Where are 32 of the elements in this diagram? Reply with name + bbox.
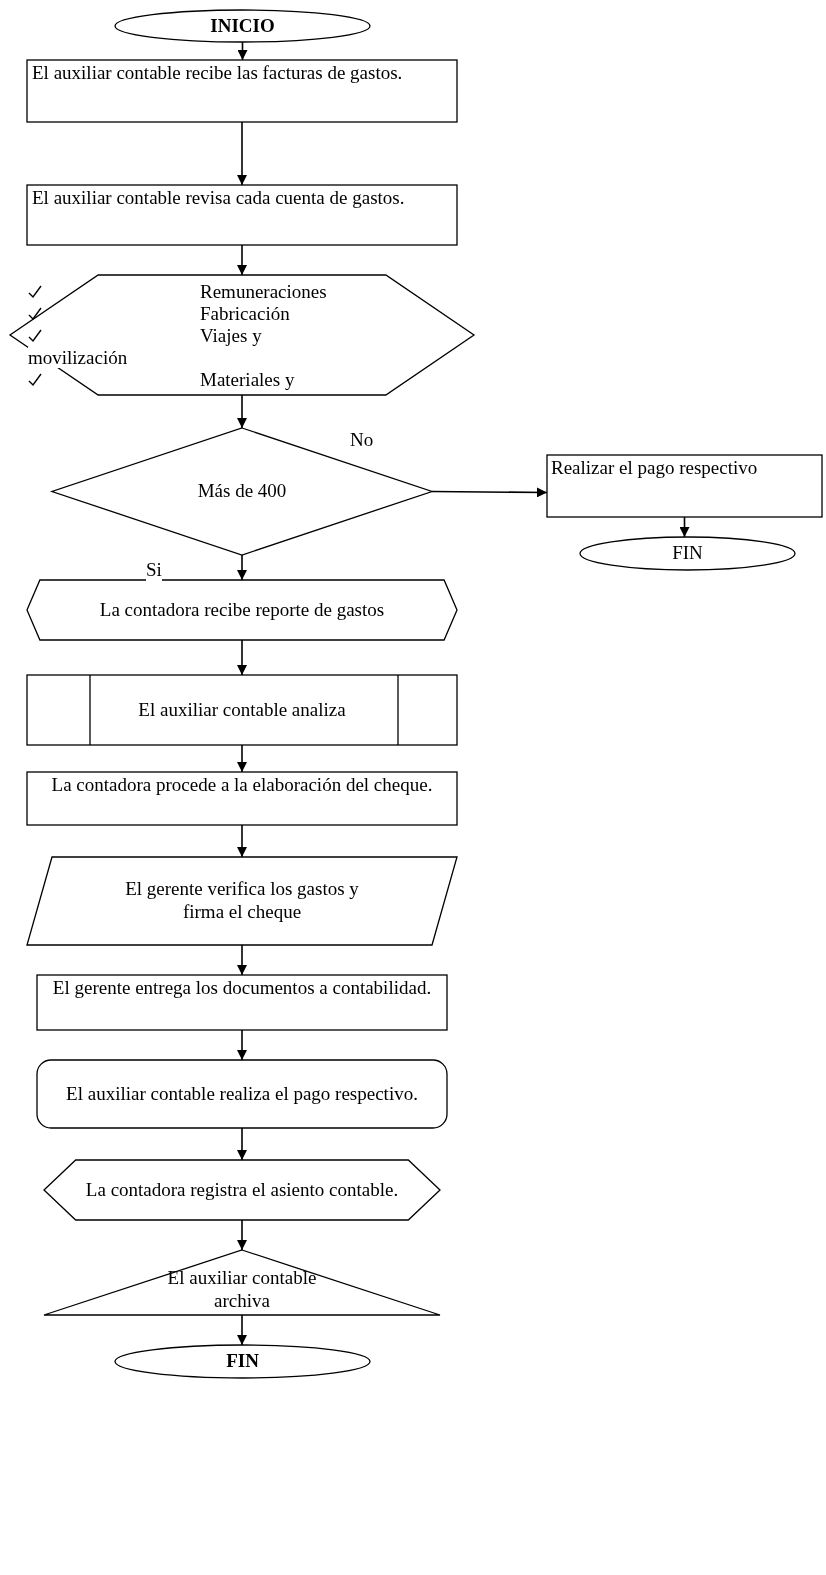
step-text: El auxiliar contable realiza el pago respectivo. [65,1082,419,1106]
step-text: INICIO [209,14,276,38]
preparation-hexagon [27,580,457,640]
predefined-process-box [27,675,457,745]
process-box [547,455,822,517]
merge-triangle [44,1250,440,1315]
rounded-process-box [37,1060,447,1128]
edge-label: Si [146,560,162,581]
step-text: La contadora procede a la elaboración del cheque. [50,773,434,797]
step-text: Más de 400 [196,480,288,503]
preparation-hexagon [10,275,474,395]
step-text: El auxiliar contable recibe las facturas de gastos. [32,61,404,85]
step-text: El gerente verifica los gastos y firma el cheque [124,878,360,924]
step-text: El auxiliar contable archiva [166,1267,318,1314]
process-box [27,60,457,122]
end-terminator [115,1345,370,1378]
data-parallelogram [27,857,457,945]
step-text: El auxiliar contable analiza [137,698,347,722]
step-text: La contadora recibe reporte de gastos [98,598,386,622]
process-box [27,772,457,825]
step-text: La contadora registra el asiento contable. [84,1178,400,1202]
process-box [37,975,447,1030]
start-terminator [115,10,370,42]
step-text: FIN [671,542,704,565]
step-text: El gerente entrega los documentos a contabilidad. [51,976,433,1000]
end-terminator [580,537,795,570]
step-text: Realizar el pago respectivo [551,456,759,480]
process-box [27,185,457,245]
preparation-hexagon [44,1160,440,1220]
decision-diamond [52,428,432,555]
step-text: El auxiliar contable revisa cada cuenta de gastos. [32,186,406,210]
step-text: FIN [225,1350,260,1373]
